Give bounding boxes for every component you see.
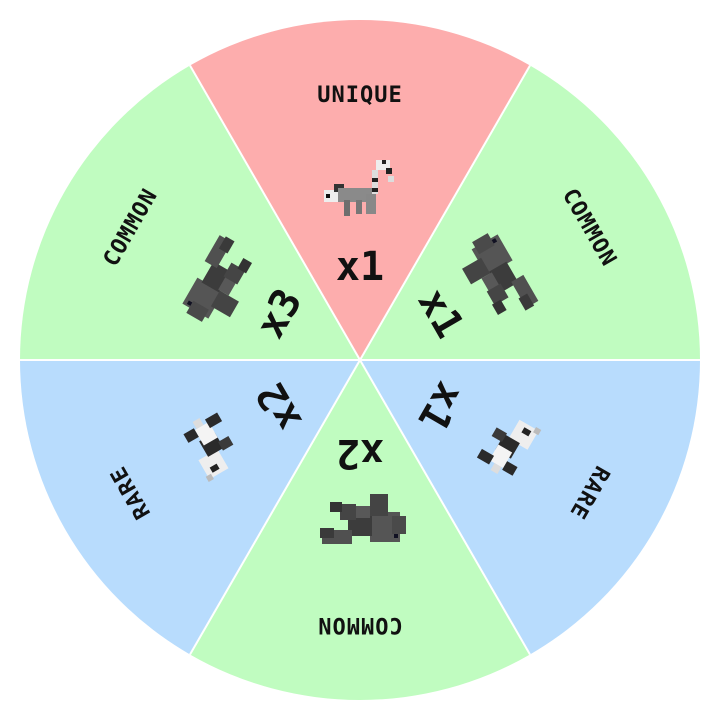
segment-divider [359,359,531,655]
count-label: x2 [336,430,384,476]
segment-content: COMMON x2 [317,430,406,637]
rarity-label: COMMON [317,612,402,637]
rarity-label: UNIQUE [317,83,402,108]
segment-content: UNIQUE x1 [317,83,402,290]
segment-divider [189,359,361,655]
segment-divider [189,65,361,361]
wheel-segment-rare[interactable] [20,360,360,655]
wheel-segment-common[interactable] [20,65,360,360]
count-label: x1 [336,244,384,290]
wheel-segment-common[interactable] [360,65,700,360]
segment-divider [359,65,531,361]
wheel-segment-rare[interactable] [360,360,700,655]
